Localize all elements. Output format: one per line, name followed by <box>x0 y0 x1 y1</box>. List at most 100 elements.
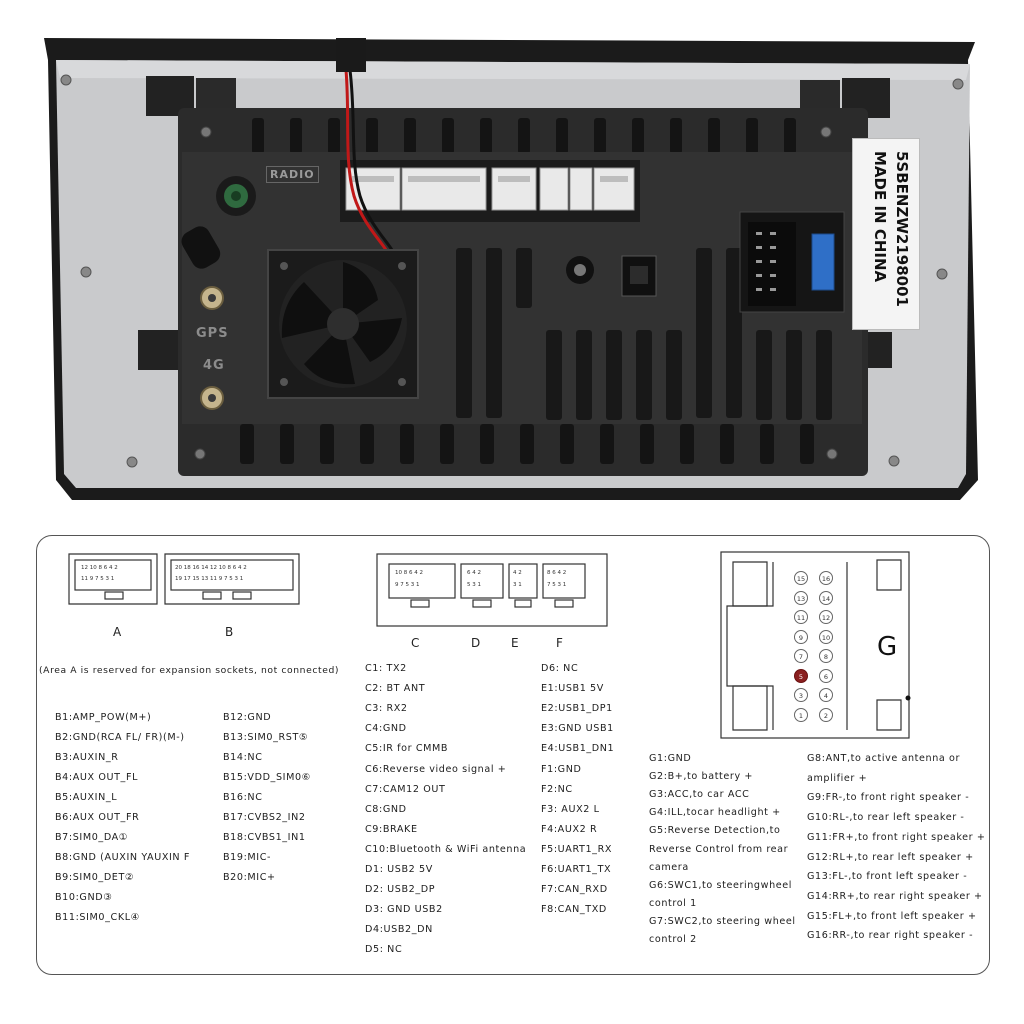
radio-engraving: RADIO <box>266 166 319 183</box>
svg-text:4 2: 4 2 <box>513 570 522 576</box>
pin-description: B16:NC <box>223 792 263 803</box>
g-pin-16: 16 <box>819 571 833 585</box>
pin-description: G9:FR-,to front right speaker - <box>807 792 970 804</box>
pin-description: B14:NC <box>223 752 263 763</box>
gps-engraving: GPS <box>196 326 229 341</box>
svg-text:20 18 16 14 12 10 8 6 4 2: 20 18 16 14 12 10 8 6 4 2 <box>175 565 247 571</box>
g-pin-2: 2 <box>819 707 833 722</box>
svg-text:5 3 1: 5 3 1 <box>467 582 481 588</box>
connector-f-letter: F <box>556 636 563 650</box>
pin-description: B18:CVBS1_IN1 <box>223 832 306 843</box>
serial-number: 5SBENZW2198001 <box>893 151 911 307</box>
pin-description: B15:VDD_SIM0⑥ <box>223 772 311 783</box>
g-pin-11: 11 <box>794 610 808 624</box>
g-pin-4: 4 <box>819 688 833 702</box>
svg-text:6 4 2: 6 4 2 <box>467 570 481 576</box>
pin-description: F4:AUX2 R <box>541 823 598 835</box>
g-pin-9: 9 <box>794 629 808 644</box>
g-pin-15: 15 <box>794 571 808 585</box>
pin-description: D1: USB2 5V <box>365 864 433 875</box>
device-rear-illustration <box>44 38 978 500</box>
4g-engraving: 4G <box>203 358 225 373</box>
pin-description: C1: TX2 <box>365 663 407 674</box>
pin-description: C3: RX2 <box>365 703 408 715</box>
pin-description: B6:AUX OUT_FR <box>55 812 140 823</box>
g-pin-3: 3 <box>794 688 808 702</box>
pin-description: G10:RL-,to rear left speaker - <box>807 812 965 824</box>
pin-description: D6: NC <box>541 663 579 674</box>
pin-description: B5:AUXIN_L <box>55 792 118 803</box>
pin-description: C4:GND <box>365 723 407 735</box>
pin-description: G4:ILL,tocar headlight + <box>649 807 781 819</box>
pin-description: E4:USB1_DN1 <box>541 743 615 755</box>
pin-description: B10:GND③ <box>55 892 113 903</box>
g-pin-6: 6 <box>819 668 833 683</box>
pin-description: control 1 <box>649 897 697 909</box>
pin-description: F8:CAN_TXD <box>541 904 607 916</box>
pin-description: G6:SWC1,to steeringwheel <box>649 879 793 891</box>
pin-description: C5:IR for CMMB <box>365 743 449 755</box>
pin-description: Reverse Control from rear <box>649 843 789 855</box>
connector-a-letter: A <box>113 625 122 639</box>
pin-description: D3: GND USB2 <box>365 904 443 916</box>
pin-description: G1:GND <box>649 753 692 764</box>
pin-description: G2:B+,to battery + <box>649 771 754 783</box>
pin-description: camera <box>649 861 689 873</box>
pin-description: D5: NC <box>365 944 403 956</box>
svg-text:3 1: 3 1 <box>513 582 522 588</box>
g-pin-14: 14 <box>819 590 833 605</box>
pin-description: G16:RR-,to rear right speaker - <box>807 930 974 942</box>
connector-drawings: 12 10 8 6 4 2 11 9 7 5 3 1 20 18 16 14 12… <box>68 551 911 739</box>
pin-description: G13:FL-,to front left speaker - <box>807 871 968 883</box>
pin-description: B9:SIM0_DET② <box>55 872 135 883</box>
pin-description: B8:GND (AUXIN YAUXIN F <box>55 852 190 863</box>
pin-description: E2:USB1_DP1 <box>541 703 613 715</box>
pin-description: B11:SIM0_CKL④ <box>55 912 140 923</box>
pin-description: F1:GND <box>541 763 582 775</box>
pin-description: B1:AMP_POW(M+) <box>55 712 152 723</box>
connector-e-letter: E <box>511 636 519 650</box>
pin-description: C2: BT ANT <box>365 683 426 695</box>
pin-description: G14:RR+,to rear right speaker + <box>807 890 983 902</box>
pin-description: B3:AUXIN_R <box>55 752 119 763</box>
pin-description: B2:GND(RCA FL/ FR)(M-) <box>55 732 185 743</box>
device-photo: 5SBENZW2198001 MADE IN CHINA RADIO GPS 4… <box>44 38 978 500</box>
pin-description: G8:ANT,to active antenna or <box>807 753 961 764</box>
pin-description: B7:SIM0_DA① <box>55 832 128 843</box>
pin-description: E3:GND USB1 <box>541 723 614 735</box>
pin-description: control 2 <box>649 934 697 945</box>
svg-text:8 6 4 2: 8 6 4 2 <box>547 570 566 576</box>
svg-text:9 7 5 3 1: 9 7 5 3 1 <box>395 582 420 588</box>
pin-description: D4:USB2_DN <box>365 924 433 936</box>
svg-text:12 10 8 6 4 2: 12 10 8 6 4 2 <box>81 565 118 571</box>
pin-description: G3:ACC,to car ACC <box>649 789 750 801</box>
svg-text:19 17 15 13 11 9 7 5 3 1: 19 17 15 13 11 9 7 5 3 1 <box>175 576 243 582</box>
g-pin-1: 1 <box>794 707 808 722</box>
connector-b-letter: B <box>225 625 234 639</box>
area-a-note: (Area A is reserved for expansion socket… <box>39 665 340 676</box>
pin-description: C10:Bluetooth & WiFi antenna <box>365 843 527 855</box>
svg-text:10 8 6 4 2: 10 8 6 4 2 <box>395 570 423 576</box>
connector-g-letter: G <box>877 632 898 662</box>
pin-description: B12:GND <box>223 712 272 723</box>
g-pin-13: 13 <box>794 590 808 605</box>
pin-description: B20:MIC+ <box>223 872 276 883</box>
pin-description: F7:CAN_RXD <box>541 884 608 896</box>
svg-text:11 9 7 5 3 1: 11 9 7 5 3 1 <box>81 576 114 582</box>
g-pin-8: 8 <box>819 649 833 663</box>
pin-description: B17:CVBS2_IN2 <box>223 812 306 823</box>
pin-description: amplifier + <box>807 772 868 784</box>
pin-description: F5:UART1_RX <box>541 843 613 855</box>
connector-c-letter: C <box>411 636 420 650</box>
pin-description: C8:GND <box>365 803 407 815</box>
pin-description: B13:SIM0_RST⑤ <box>223 732 309 743</box>
pin-description: F6:UART1_TX <box>541 864 612 875</box>
pin-description: C9:BRAKE <box>365 823 418 835</box>
g-pin-7: 7 <box>794 649 808 663</box>
serial-label-text: 5SBENZW2198001 MADE IN CHINA <box>853 139 919 329</box>
serial-label-sticker: 5SBENZW2198001 MADE IN CHINA <box>852 138 920 330</box>
svg-text:7 5 3 1: 7 5 3 1 <box>547 582 566 588</box>
pin-description: G5:Reverse Detection,to <box>649 825 781 837</box>
pin-description: G11:FR+,to front right speaker + <box>807 831 986 843</box>
pin-description: C6:Reverse video signal + <box>365 763 507 775</box>
